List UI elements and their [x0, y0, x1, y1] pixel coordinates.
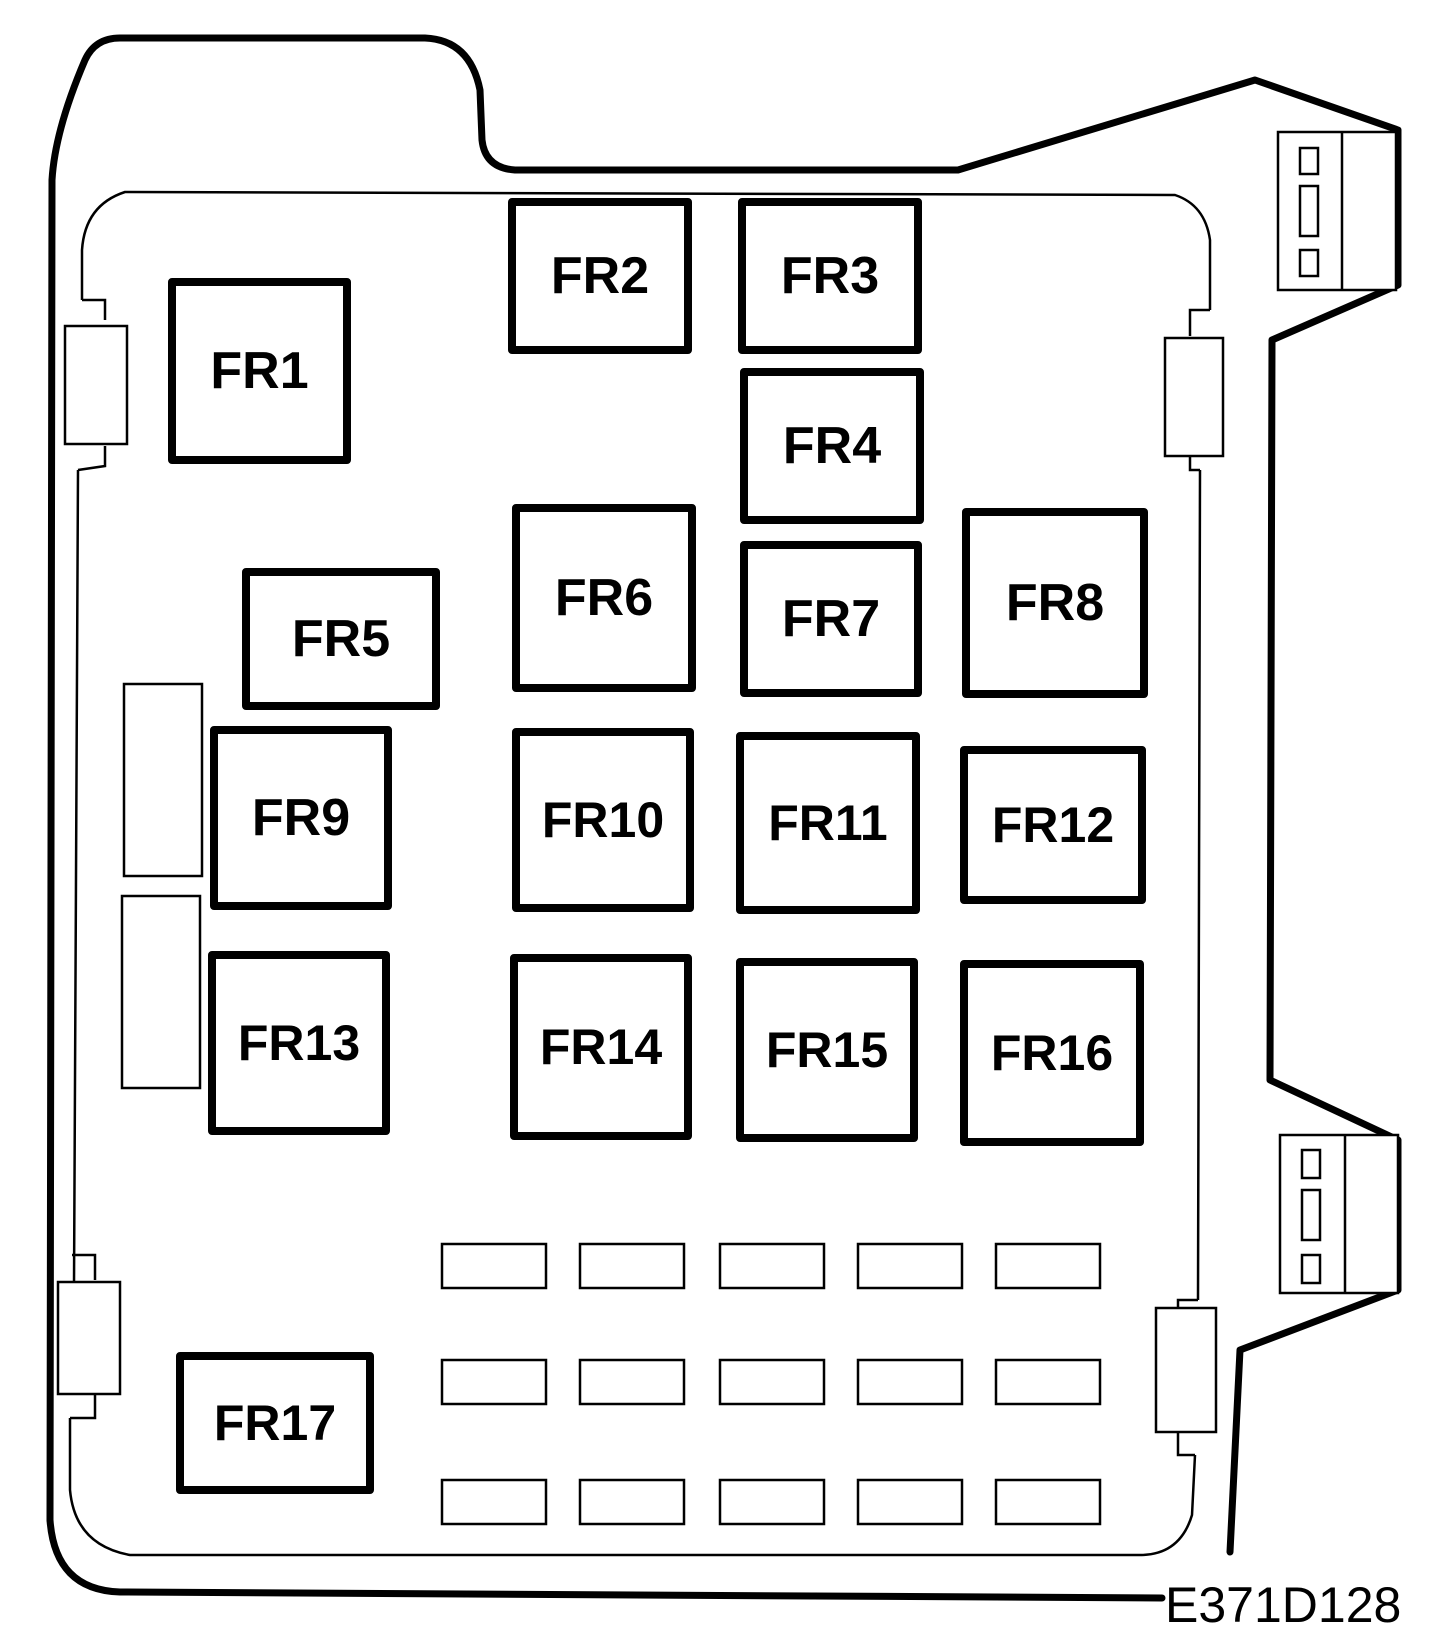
relay-box: [960, 960, 1144, 1146]
relay-box: [962, 508, 1148, 698]
relay-fr3: FR3: [738, 198, 922, 354]
relay-label: FR16: [991, 1025, 1113, 1081]
relay-fr15: FR15: [736, 958, 918, 1142]
relay-label: FR6: [555, 569, 653, 627]
fuse-slot: [856, 1242, 964, 1290]
relay-label: FR5: [292, 610, 390, 668]
housing-outline: [46, 34, 1402, 1556]
relay-label: FR2: [551, 247, 649, 305]
relay-label: FR3: [781, 247, 879, 305]
fuse-slot: [994, 1358, 1102, 1406]
relay-fr9: FR9: [210, 726, 392, 910]
relay-label: FR8: [1006, 574, 1104, 632]
relay-box: [960, 746, 1146, 904]
fuse-slot: [718, 1242, 826, 1290]
relay-fr11: FR11: [736, 732, 920, 914]
fuse-slot: [994, 1478, 1102, 1526]
relay-fr14: FR14: [510, 954, 692, 1140]
fuse-slot: [440, 1478, 548, 1526]
fuse-slot: [578, 1242, 686, 1290]
relay-fr5: FR5: [242, 568, 440, 710]
relay-label: FR10: [542, 792, 664, 848]
fuse-slot: [994, 1242, 1102, 1290]
relay-box: [738, 198, 922, 354]
relay-box: [736, 958, 918, 1142]
fuse-slot: [440, 1358, 548, 1406]
relay-fr10: FR10: [512, 728, 694, 912]
fuse-slot: [856, 1358, 964, 1406]
relay-label: FR14: [540, 1019, 662, 1075]
relay-box: [512, 504, 696, 692]
relay-label: FR11: [768, 795, 888, 851]
relay-label: FR4: [783, 417, 881, 475]
relay-box: [242, 568, 440, 710]
left-connector-housing-2: [120, 894, 202, 1090]
relay-fr6: FR6: [512, 504, 696, 692]
relay-label: FR7: [782, 590, 880, 648]
relay-box: [208, 951, 390, 1135]
fuse-slot: [578, 1358, 686, 1406]
relay-fr8: FR8: [962, 508, 1148, 698]
fuse-slot-group: [440, 1242, 1102, 1526]
right-clip-lower: [1154, 1298, 1218, 1457]
relay-box: [740, 368, 924, 524]
relay-label: FR12: [992, 797, 1114, 853]
reference-code: E371D128: [1165, 1577, 1401, 1633]
left-clip-lower: [56, 1253, 122, 1420]
relay-fr16: FR16: [960, 960, 1144, 1146]
relay-fr2: FR2: [508, 198, 692, 354]
relay-box: [508, 198, 692, 354]
relay-fr1: FR1: [168, 278, 351, 464]
relay-box: [740, 541, 922, 697]
inner-tray-outline: [68, 190, 1212, 1557]
relay-box: [510, 954, 692, 1140]
relay-label: FR17: [214, 1395, 336, 1451]
fuse-slot: [440, 1242, 548, 1290]
relay-fr4: FR4: [740, 368, 924, 524]
relay-box: [512, 728, 694, 912]
fuse-slot: [578, 1478, 686, 1526]
relay-fr7: FR7: [740, 541, 922, 697]
relay-box: [168, 278, 351, 464]
right-connector-upper: [1276, 130, 1398, 292]
relay-label: FR13: [238, 1015, 360, 1071]
left-connector-housing-1: [122, 682, 204, 878]
housing-bottom-edge: [46, 1516, 1166, 1602]
relay-box: [210, 726, 392, 910]
relay-box: [736, 732, 920, 914]
relay-fr12: FR12: [960, 746, 1146, 904]
relay-label: FR1: [210, 342, 308, 400]
relay-label: FR15: [766, 1022, 888, 1078]
fuse-slot: [856, 1478, 964, 1526]
fuse-slot: [718, 1358, 826, 1406]
relay-label: FR9: [252, 789, 350, 847]
left-clip-upper: [63, 298, 129, 472]
right-clip-upper: [1163, 308, 1225, 472]
relay-box: [176, 1352, 374, 1494]
relay-fr17: FR17: [176, 1352, 374, 1494]
fuse-slot: [718, 1478, 826, 1526]
relay-fr13: FR13: [208, 951, 390, 1135]
right-connector-lower: [1278, 1133, 1400, 1295]
